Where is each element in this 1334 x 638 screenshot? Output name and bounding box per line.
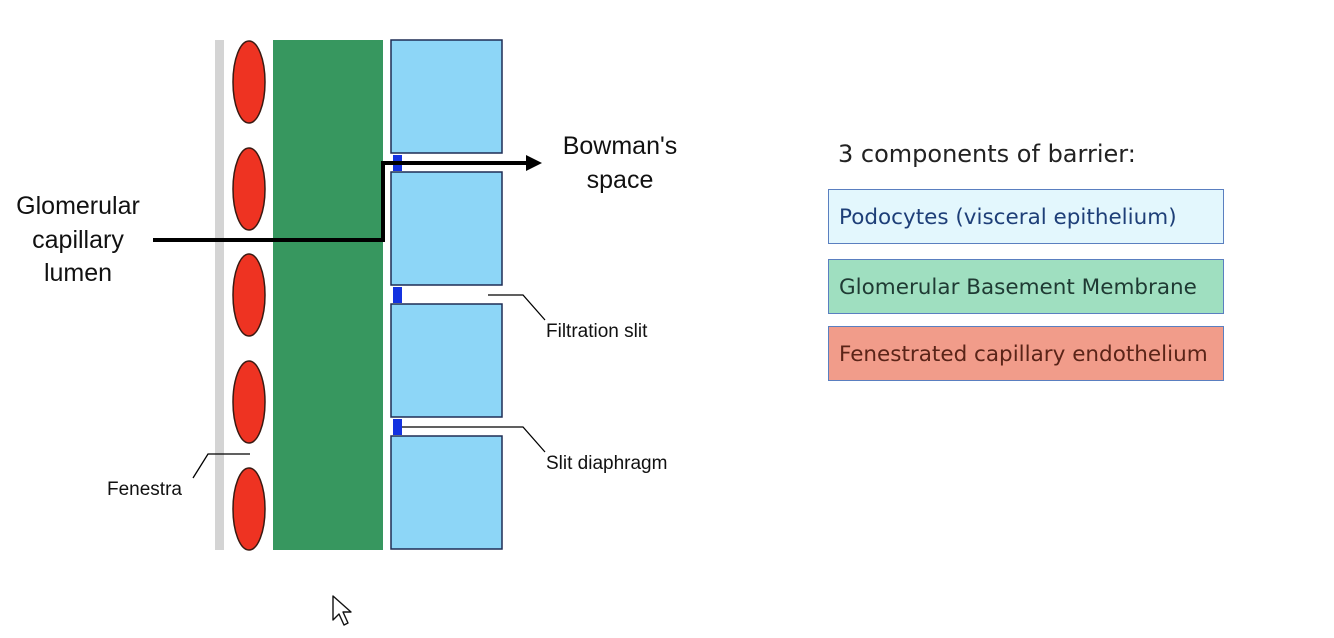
lumen-label: Glomerular capillary lumen: [16, 192, 140, 287]
bowman-label-line: Bowman's: [563, 132, 678, 160]
component-podocytes: Podocytes (visceral epithelium): [828, 189, 1224, 244]
podocyte-process: [390, 303, 503, 418]
arrow-head-icon: [526, 155, 542, 171]
bowman-space-label: Bowman's space: [563, 132, 678, 194]
endothelial-cells: [232, 40, 266, 551]
podocyte-process: [390, 39, 503, 154]
endothelial-cell: [232, 467, 266, 551]
filtration-slit-label: Filtration slit: [546, 321, 648, 342]
endothelial-cell: [232, 253, 266, 337]
lumen-label-line: Glomerular: [16, 192, 140, 220]
podocytes: [390, 39, 503, 550]
component-basement-membrane: Glomerular Basement Membrane: [828, 259, 1224, 314]
fenestra-label: Fenestra: [107, 479, 182, 500]
endothelial-cell: [232, 40, 266, 124]
filtration-slit-leader: [488, 294, 546, 321]
filtration-path-line: [153, 161, 528, 242]
mouse-cursor-icon: [332, 595, 352, 626]
basement-membrane: [273, 40, 383, 550]
podocyte-process: [390, 171, 503, 286]
endothelial-cell: [232, 147, 266, 231]
component-endothelium: Fenestrated capillary endothelium: [828, 326, 1224, 381]
lumen-label-line: capillary: [32, 226, 124, 254]
slit-diaphragm-bar: [393, 287, 402, 303]
endothelial-cell: [232, 360, 266, 444]
slit-diaphragm-label: Slit diaphragm: [546, 453, 667, 474]
bowman-label-line: space: [587, 166, 654, 194]
lumen-label-line: lumen: [44, 259, 112, 287]
slit-diaphragm-bar: [393, 419, 402, 435]
fenestra-leader: [192, 453, 250, 479]
podocyte-process: [390, 435, 503, 550]
endothelial-wall: [215, 40, 224, 550]
slit-diaphragm-leader: [402, 426, 546, 453]
barrier-components-title: 3 components of barrier:: [838, 140, 1136, 168]
